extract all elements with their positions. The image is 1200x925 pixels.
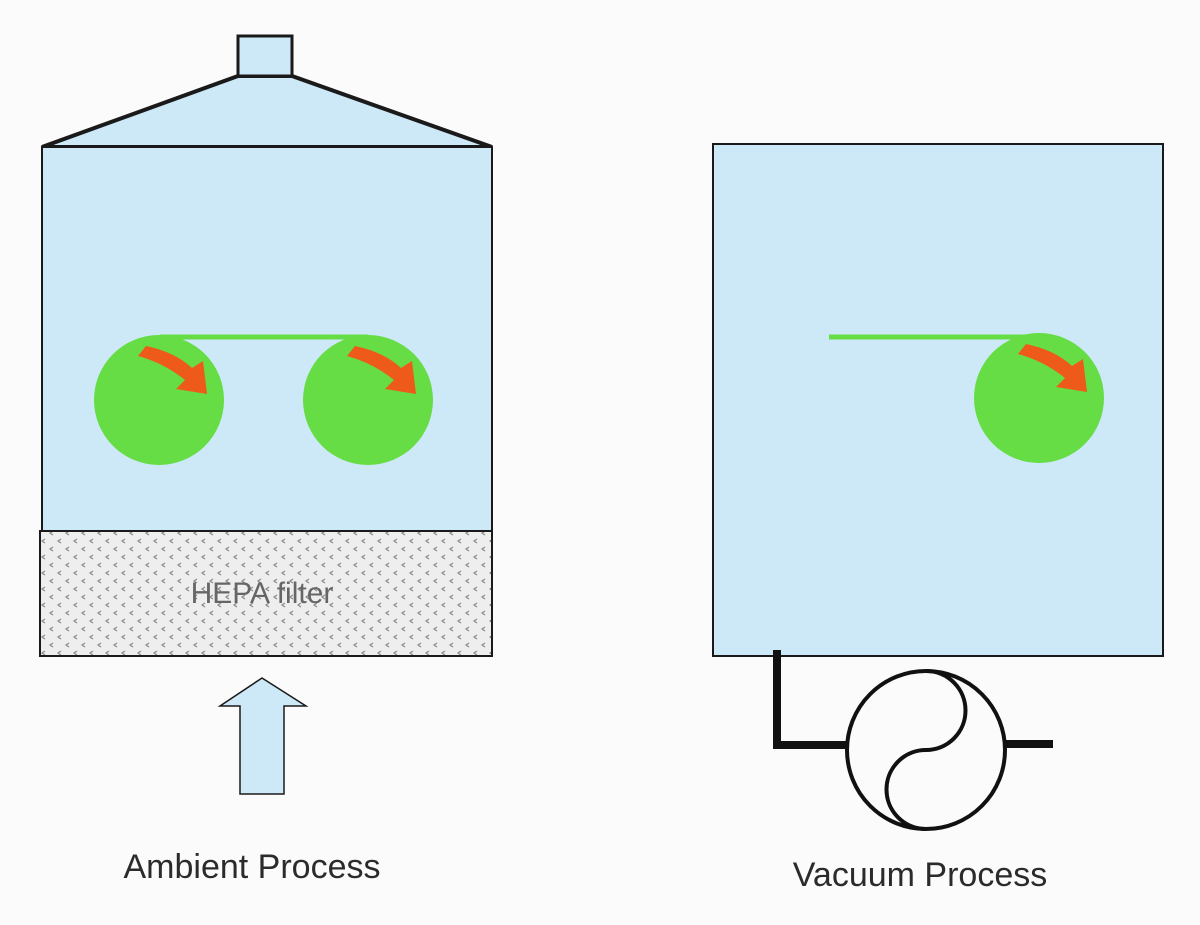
rotation-arrow-icon	[1018, 344, 1087, 392]
exhaust-vent	[236, 34, 294, 78]
rewind-roller	[303, 335, 433, 465]
rotation-arrow-icon	[347, 346, 416, 394]
ambient-process-caption: Ambient Process	[124, 848, 381, 886]
exhaust-hood	[41, 74, 493, 149]
rotation-arrow-icon	[138, 346, 207, 394]
hepa-filter	[39, 530, 493, 657]
ambient-process-unit: HEPA filter Ambient Process	[39, 34, 493, 886]
vacuum-process-unit: Vacuum Process	[712, 143, 1164, 894]
vacuum-process-caption: Vacuum Process	[793, 856, 1047, 894]
airflow-up-arrow-icon	[217, 677, 309, 795]
hepa-filter-label: HEPA filter	[191, 577, 334, 610]
unwind-roller	[94, 335, 224, 465]
rewind-roller	[974, 333, 1104, 463]
vacuum-pipe	[773, 650, 849, 749]
vacuum-pump-icon	[845, 669, 1007, 831]
